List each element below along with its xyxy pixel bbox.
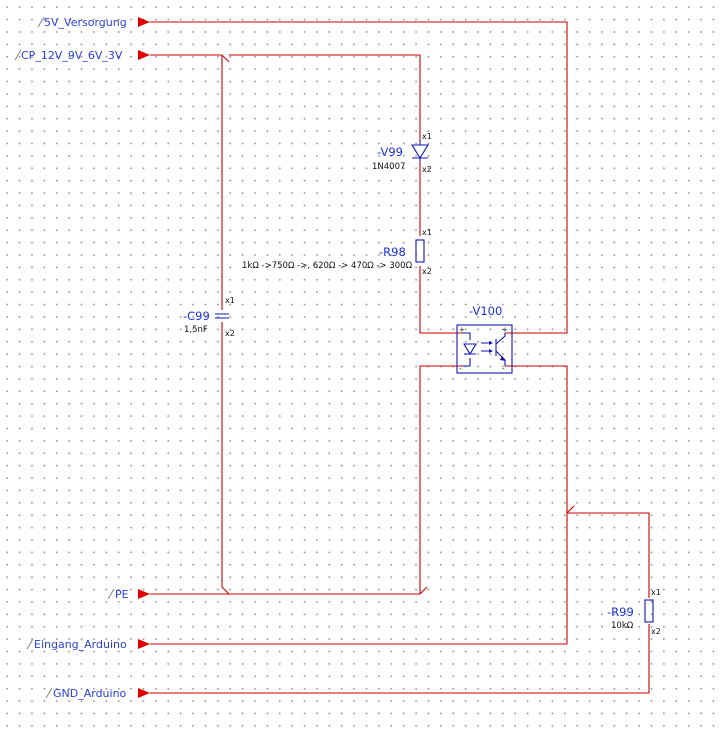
- net-label-5v-supply[interactable]: 5V_Versorgung: [44, 16, 127, 29]
- wire-resistor-to-optocoupler[interactable]: [419, 266, 462, 334]
- r98-ref: -R98: [379, 245, 406, 259]
- arrow-cp: [138, 50, 150, 60]
- arrow-5v-supply: [138, 17, 150, 27]
- r99-value: 10kΩ: [611, 621, 634, 631]
- arrow-gnd-arduino: [138, 688, 150, 698]
- diode-icon: [411, 140, 429, 162]
- r99-ref: -R99: [607, 605, 634, 619]
- v99-ref: -V99: [377, 145, 403, 159]
- v99-pin1: x1: [422, 132, 432, 141]
- net-slash-pe: [107, 588, 115, 600]
- wires: [150, 21, 650, 694]
- r99-pin2: x2: [651, 627, 661, 636]
- net-label-input-arduino[interactable]: Eingang_Arduino: [34, 638, 127, 651]
- wire-optocoupler-output[interactable]: [505, 365, 650, 598]
- diode-v99[interactable]: -V99 1N4007 x1 x2: [372, 132, 432, 174]
- optocoupler-icon: + + - -: [459, 326, 508, 373]
- wire-5v-supply[interactable]: [150, 21, 568, 334]
- svg-text:-: -: [502, 365, 505, 373]
- net-label-gnd-arduino[interactable]: GND_Arduino: [53, 687, 127, 700]
- svg-text:+: +: [459, 326, 465, 334]
- net-label-cp[interactable]: CP_12V_9V_6V_3V: [21, 49, 123, 62]
- wire-r99-to-gnd[interactable]: [150, 624, 650, 694]
- v100-ref: -V100: [469, 304, 502, 318]
- v99-value: 1N4007: [372, 162, 405, 172]
- wire-optocoupler-to-pe[interactable]: [419, 365, 462, 594]
- net-label-pe[interactable]: PE: [115, 588, 129, 601]
- arrow-pe: [138, 589, 150, 599]
- net-slash-5v: [37, 16, 45, 28]
- svg-text:-: -: [459, 365, 462, 373]
- optocoupler-box: [456, 324, 513, 374]
- wire-input-arduino[interactable]: [150, 505, 575, 645]
- capacitor-c99[interactable]: -C99 1,5nF x1 x2: [183, 296, 235, 338]
- v99-pin2: x2: [422, 165, 432, 174]
- net-slash-input: [26, 638, 34, 650]
- capacitor-icon: [215, 313, 229, 319]
- net-slash-gnd: [45, 687, 53, 699]
- r98-value: 1kΩ ->750Ω ->, 620Ω -> 470Ω -> 300Ω: [242, 261, 413, 271]
- c99-pin2: x2: [225, 329, 235, 338]
- resistor-r99[interactable]: -R99 10kΩ x1 x2: [607, 588, 661, 636]
- c99-pin1: x1: [225, 296, 235, 305]
- net-slash-cp: [14, 49, 22, 61]
- r98-pin2: x2: [422, 267, 432, 276]
- r99-pin1: x1: [651, 588, 661, 597]
- svg-text:+: +: [502, 326, 508, 334]
- resistor-icon: [644, 599, 654, 623]
- c99-value: 1,5nF: [184, 325, 208, 335]
- r98-pin1: x1: [422, 228, 432, 237]
- net-labels: 5V_Versorgung CP_12V_9V_6V_3V PE Eingang…: [14, 16, 150, 700]
- wire-cp-to-diode[interactable]: [150, 54, 421, 140]
- c99-ref: -C99: [183, 309, 210, 323]
- wire-pe[interactable]: [150, 586, 428, 595]
- optocoupler-v100[interactable]: -V100 + + - -: [456, 304, 513, 374]
- arrow-input-arduino: [138, 639, 150, 649]
- wire-capacitor-to-pe[interactable]: [221, 322, 230, 595]
- wire-cp-to-capacitor[interactable]: [221, 54, 230, 310]
- resistor-icon: [415, 239, 425, 263]
- resistor-r98[interactable]: -R98 1kΩ ->750Ω ->, 620Ω -> 470Ω -> 300Ω…: [242, 228, 432, 276]
